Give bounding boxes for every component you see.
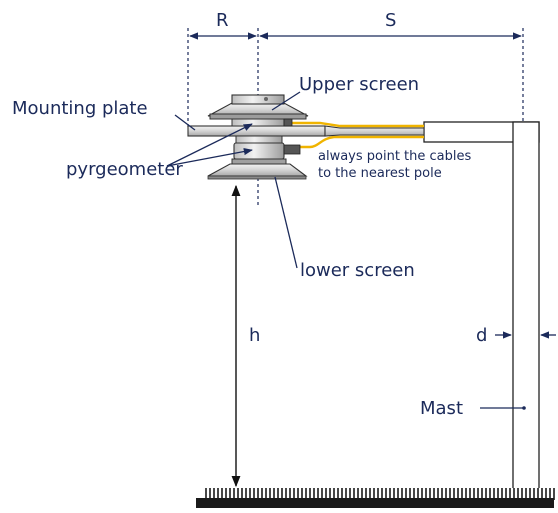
upper-screen: [207, 94, 309, 127]
cables: [285, 121, 424, 149]
mounting-plate-leader: [174, 114, 196, 131]
mounting-plate-label: Mounting plate: [12, 98, 148, 119]
ground: [196, 488, 556, 508]
pyrgeometer-label: pyrgeometer: [66, 159, 183, 180]
height-label: h: [249, 325, 260, 346]
dimension-s-label: S: [385, 10, 396, 31]
diameter-label: d: [476, 325, 487, 346]
mounting-plate: [187, 125, 425, 137]
cable-note-line1: always point the cables: [318, 149, 472, 164]
upper-screen-label: Upper screen: [299, 74, 419, 95]
pyrgeometer-body: [231, 135, 301, 165]
mast-label: Mast: [420, 398, 463, 419]
dimension-r-label: R: [216, 10, 229, 31]
cable-note-line2: to the nearest pole: [318, 166, 442, 181]
lower-screen: [207, 163, 308, 180]
lower-screen-label: lower screen: [300, 260, 415, 281]
lower-screen-leader: [274, 176, 298, 269]
upper-screen-leader: [271, 91, 301, 111]
pyrgeometer-leader-upper: [166, 123, 253, 167]
pyrgeometer-leader-lower: [166, 147, 253, 167]
mast: [423, 121, 540, 491]
